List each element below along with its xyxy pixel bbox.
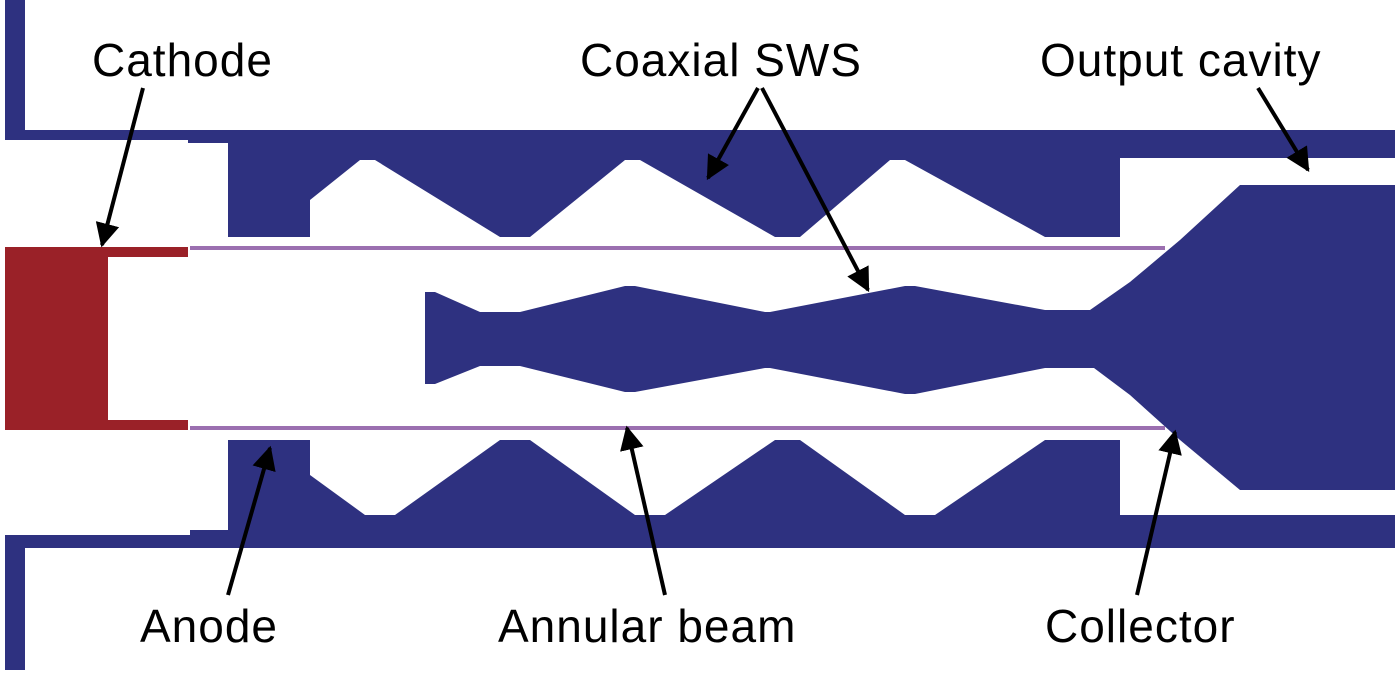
inner-conductor [425,286,1100,394]
output-cavity-label: Output cavity [1040,34,1321,86]
collector-arrow [1135,429,1182,596]
cathode-arrow [95,87,145,248]
output-cavity-body [1070,185,1395,490]
sws-arrow-1 [706,87,760,181]
output-cavity-arrow [1256,86,1310,173]
outer-wall-top [5,0,1395,237]
annular-beam-label: Annular beam [498,600,796,652]
anode-label: Anode [140,600,278,652]
cathode-body [5,247,188,430]
annular-beam-arrow [620,425,667,596]
cathode-label: Cathode [92,34,273,86]
anode-arrow [226,445,276,596]
outer-wall-bottom [5,440,1395,670]
collector-label: Collector [1045,600,1236,652]
sws-arrow-2 [760,87,870,293]
coaxial-sws-label: Coaxial SWS [580,34,862,86]
